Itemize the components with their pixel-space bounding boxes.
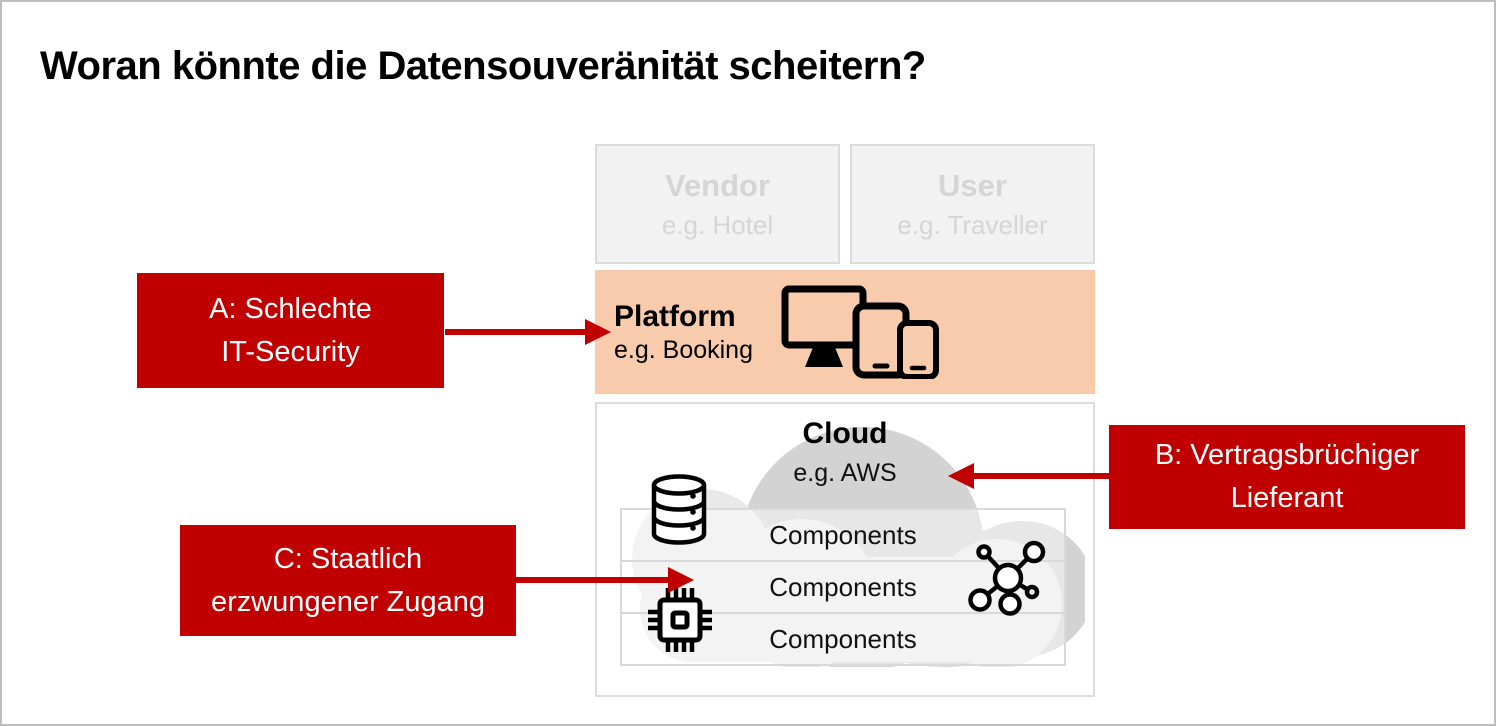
vendor-subtitle: e.g. Hotel xyxy=(661,209,774,240)
platform-subtitle: e.g. Booking xyxy=(614,335,753,364)
slide-title: Woran könnte die Datensouveränität schei… xyxy=(40,44,926,88)
user-title: User xyxy=(938,167,1007,203)
callout-a-line1: A: Schlechte xyxy=(209,292,372,325)
cloud-title: Cloud xyxy=(802,417,888,450)
vendor-title: Vendor xyxy=(664,167,771,203)
components-row-label: Components xyxy=(769,623,917,654)
arrow-a-shaft xyxy=(445,329,587,335)
vendor-box: Vendor e.g. Hotel xyxy=(595,144,840,264)
arrow-b-head-icon xyxy=(948,463,974,489)
devices-icon xyxy=(781,285,939,379)
arrow-c-shaft xyxy=(515,577,670,583)
platform-title: Platform xyxy=(614,299,736,333)
network-icon xyxy=(968,540,1046,616)
user-box: User e.g. Traveller xyxy=(850,144,1095,264)
monitor-icon xyxy=(781,285,867,367)
user-subtitle: e.g. Traveller xyxy=(897,209,1048,240)
components-row-label: Components xyxy=(769,571,917,602)
callout-b: B: Vertragsbrüchiger Lieferant xyxy=(1109,425,1465,529)
arrow-b-shaft xyxy=(972,473,1109,479)
smartphone-icon xyxy=(897,320,939,379)
cloud-header: Cloud e.g. AWS xyxy=(597,416,1093,488)
arrow-a-head-icon xyxy=(585,319,611,345)
callout-a-line2: IT-Security xyxy=(221,335,360,368)
platform-text: Platform e.g. Booking xyxy=(614,270,753,394)
chip-icon xyxy=(648,588,712,652)
components-row-label: Components xyxy=(769,519,917,550)
callout-b-line1: B: Vertragsbrüchiger xyxy=(1154,439,1420,472)
cloud-subtitle: e.g. AWS xyxy=(793,459,897,487)
platform-box: Platform e.g. Booking xyxy=(595,270,1095,394)
callout-b-line2: Lieferant xyxy=(1230,482,1344,514)
arrow-c-head-icon xyxy=(668,567,694,593)
database-icon xyxy=(651,474,707,545)
callout-c: C: Staatlich erzwungener Zugang xyxy=(180,525,516,636)
callout-a: A: Schlechte IT-Security xyxy=(137,273,444,388)
callout-c-line1: C: Staatlich xyxy=(273,542,423,575)
callout-c-line2: erzwungener Zugang xyxy=(210,585,486,618)
cloud-box: Cloud e.g. AWS Components Components Com… xyxy=(595,402,1095,697)
